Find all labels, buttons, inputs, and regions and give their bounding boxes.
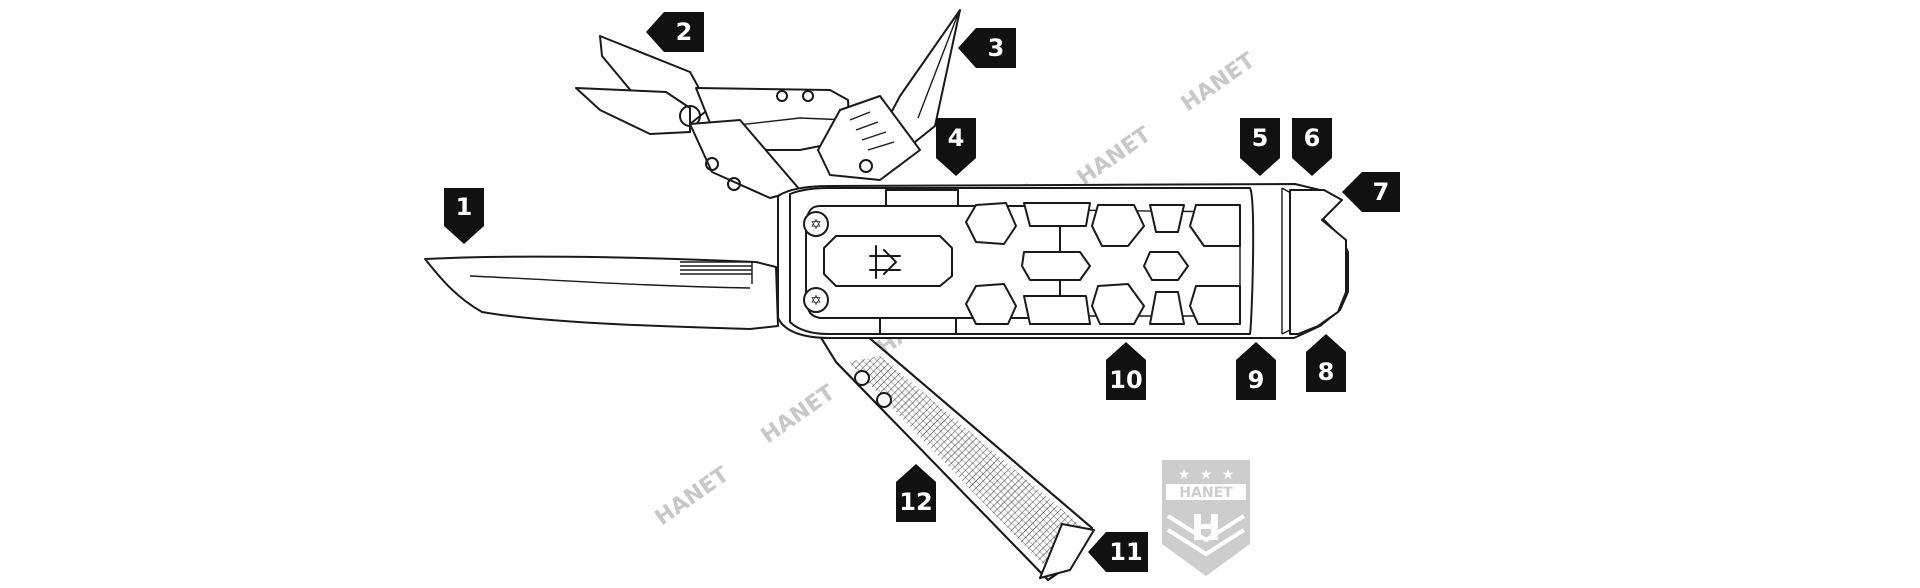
callout-5: 5 (1240, 118, 1280, 176)
callout-6-number: 6 (1304, 124, 1321, 152)
handle-body: ✡ ✡ (777, 183, 1349, 339)
callout-2: 2 (646, 12, 704, 52)
callout-5-number: 5 (1252, 124, 1269, 152)
watermark-text: HANET (757, 380, 840, 449)
callout-12-number: 12 (899, 488, 932, 516)
callout-3: 3 (958, 28, 1016, 68)
callout-9: 9 (1236, 342, 1276, 400)
callouts: 1 2 3 4 5 6 7 8 (444, 12, 1400, 572)
callout-11-number: 11 (1109, 538, 1142, 566)
watermark-text: HANET (651, 462, 734, 531)
callout-8-number: 8 (1318, 358, 1335, 386)
callout-1: 1 (444, 188, 484, 244)
callout-1-number: 1 (456, 193, 473, 221)
knife-blade-tool (424, 255, 779, 330)
watermark-logo-text: HANET (1179, 485, 1233, 501)
hook-blade-tool (817, 9, 961, 181)
watermark-text: HANET (1073, 122, 1156, 191)
svg-text:★: ★ (1178, 467, 1191, 483)
watermark-logo-letter: H (1191, 508, 1221, 549)
callout-6: 6 (1292, 118, 1332, 176)
watermark-text: HANET (1177, 48, 1260, 117)
callout-2-number: 2 (676, 18, 693, 46)
svg-text:✡: ✡ (810, 217, 822, 233)
svg-text:✡: ✡ (810, 293, 822, 309)
callout-7: 7 (1342, 172, 1400, 212)
brand-logo-icon (869, 245, 901, 279)
scissors-tool (575, 35, 851, 199)
callout-3-number: 3 (988, 34, 1005, 62)
callout-4-number: 4 (948, 124, 965, 152)
callout-4: 4 (936, 118, 976, 176)
svg-text:★: ★ (1200, 467, 1213, 483)
callout-11: 11 (1088, 532, 1148, 572)
svg-text:★: ★ (1222, 467, 1235, 483)
callout-10: 10 (1106, 342, 1146, 400)
callout-8: 8 (1306, 334, 1346, 392)
watermark-logo: ★ ★ ★ HANET H (1162, 460, 1250, 576)
callout-12: 12 (896, 464, 936, 522)
file-tool (819, 329, 1095, 581)
callout-7-number: 7 (1373, 178, 1390, 206)
callout-9-number: 9 (1248, 366, 1265, 394)
callout-10-number: 10 (1109, 366, 1142, 394)
